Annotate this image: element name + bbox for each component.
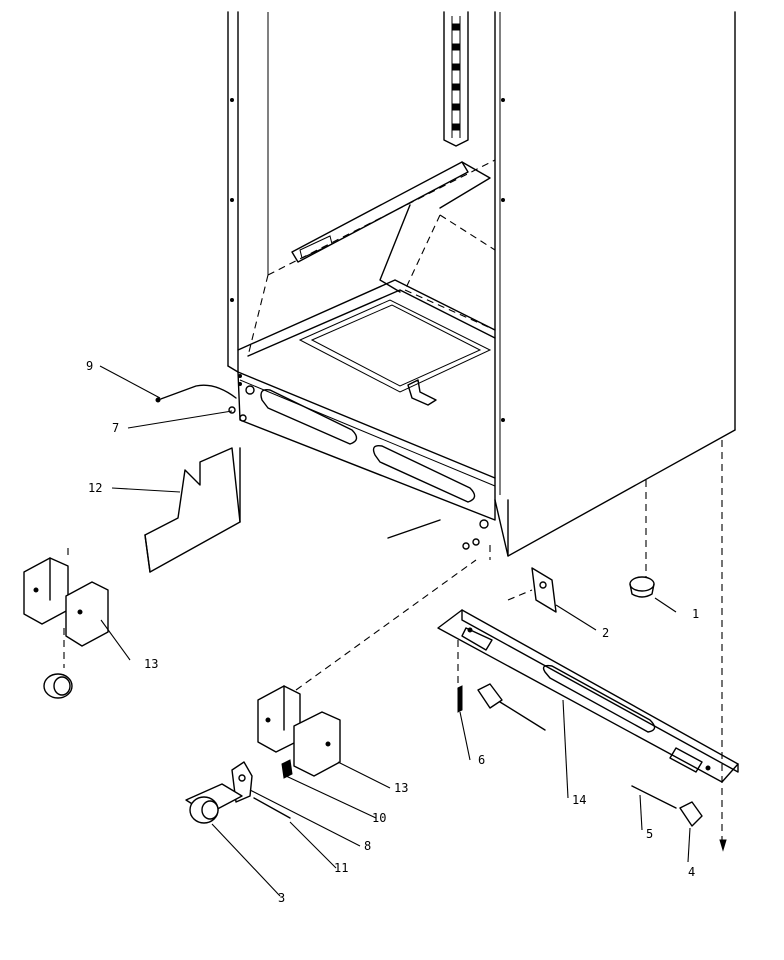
leveling-foot xyxy=(629,480,655,598)
roller-bracket-left xyxy=(23,548,109,699)
hinge-plate xyxy=(507,567,557,613)
callout-labels: 1 2 3 4 5 6 7 8 9 10 11 12 13 13 14 xyxy=(86,359,699,905)
insulation-pad xyxy=(144,447,241,573)
callout-7: 7 xyxy=(112,421,119,435)
base-rail xyxy=(437,609,739,783)
roller-bracket-center xyxy=(185,685,341,824)
callout-11: 11 xyxy=(334,861,348,875)
callout-1: 1 xyxy=(692,607,699,621)
leader-lines xyxy=(99,365,691,897)
rail-hardware xyxy=(457,440,727,852)
callout-10: 10 xyxy=(372,811,386,825)
callout-4: 4 xyxy=(688,865,695,879)
cabinet xyxy=(227,11,736,557)
callout-6: 6 xyxy=(478,753,485,767)
callout-13-left: 13 xyxy=(144,657,158,671)
callout-8: 8 xyxy=(364,839,371,853)
callout-12: 12 xyxy=(88,481,102,495)
callout-2: 2 xyxy=(602,626,609,640)
callout-14: 14 xyxy=(572,793,586,807)
callout-13-center: 13 xyxy=(394,781,408,795)
callout-9: 9 xyxy=(86,359,93,373)
callout-5: 5 xyxy=(646,827,653,841)
callout-3: 3 xyxy=(278,891,285,905)
rail-screws-center xyxy=(295,519,491,691)
